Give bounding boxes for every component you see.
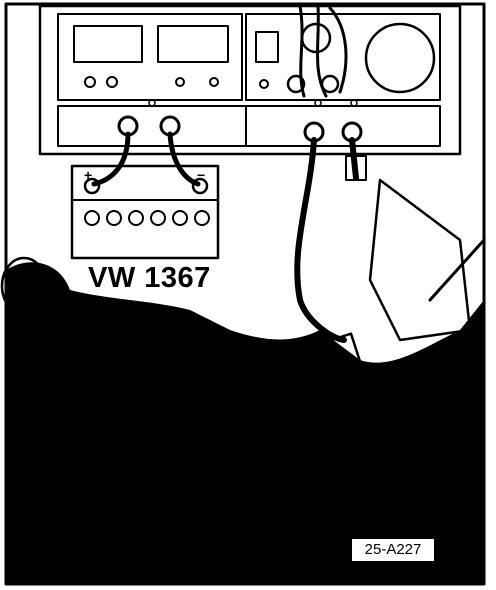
knob [300, 22, 332, 54]
probe-cable-2 [349, 137, 359, 181]
lead-negative [167, 131, 201, 187]
tester-unit [38, 4, 462, 156]
battery-plus-label: + [84, 167, 92, 183]
sensor-connector [328, 332, 366, 382]
battery-minus-label: − [197, 167, 205, 183]
battery-cells [84, 210, 210, 226]
dial [364, 22, 436, 94]
display-middle [157, 25, 229, 63]
probe-cable [294, 137, 347, 343]
display-small [255, 31, 279, 63]
battery: + − [70, 164, 220, 260]
figure-number-label: 25-A227 [351, 538, 435, 562]
lead-positive [91, 131, 131, 187]
engine-parts [0, 178, 486, 576]
tester-model-label: VW 1367 [88, 262, 211, 294]
display-left [73, 25, 143, 63]
engine-bay-shadow [6, 262, 484, 584]
